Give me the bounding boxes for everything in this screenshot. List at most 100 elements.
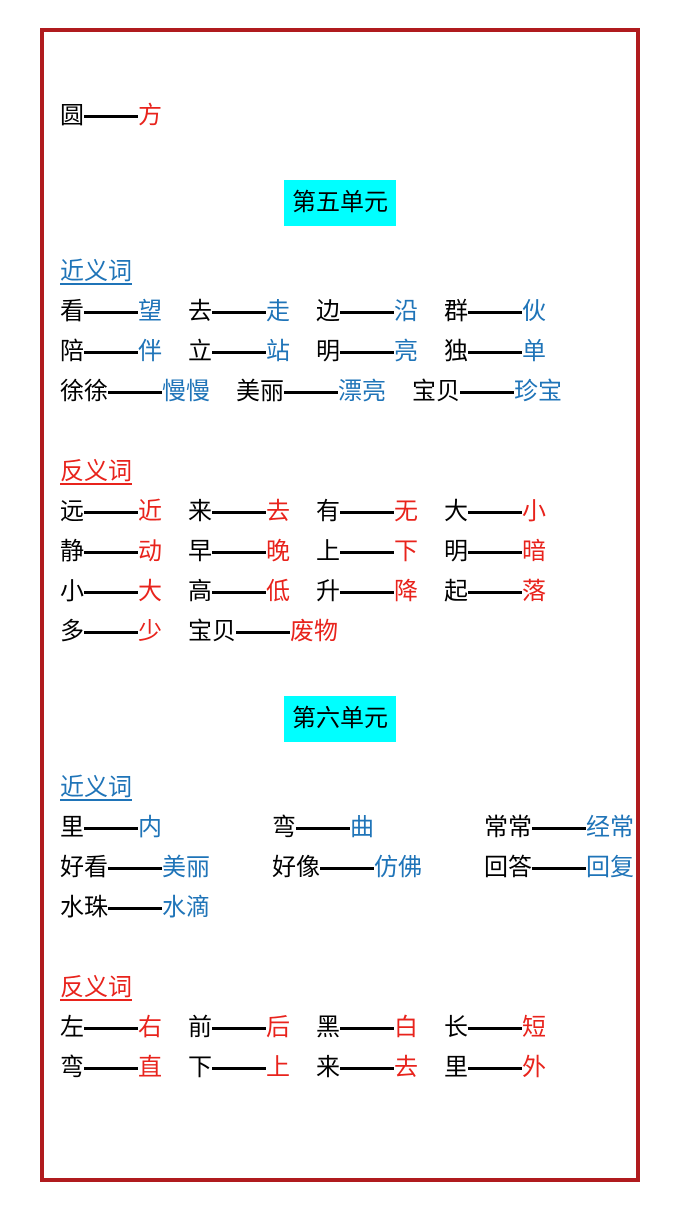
dash-line (84, 550, 138, 554)
dash-line (212, 1066, 266, 1070)
dash-line (108, 906, 162, 910)
unit-title: 第五单元 (284, 180, 396, 226)
red-border-frame: 圆方第五单元近义词看望去走边沿群伙陪伴立站明亮独单徐徐慢慢美丽漂亮宝贝珍宝反义词… (40, 28, 640, 1182)
word-pair: 黑白 (316, 1008, 418, 1048)
dash-line (468, 1026, 522, 1030)
word-pair: 远近 (60, 492, 162, 532)
word-pair: 常常经常 (484, 808, 670, 848)
dash-line (108, 390, 162, 394)
word-pair: 圆方 (60, 96, 162, 136)
pair-row: 陪伴立站明亮独单 (60, 332, 620, 372)
left-word: 回答 (484, 854, 532, 881)
antonyms-group: 反义词左右前后黑白长短弯直下上来去里外 (60, 968, 620, 1088)
word-pair: 来去 (188, 492, 290, 532)
right-word: 走 (266, 298, 290, 325)
word-pair: 来去 (316, 1048, 418, 1088)
dash-line (284, 390, 338, 394)
right-word: 去 (394, 1054, 418, 1081)
left-word: 水珠 (60, 894, 108, 921)
right-word: 曲 (350, 814, 374, 841)
left-word: 独 (444, 338, 468, 365)
word-pair: 独单 (444, 332, 546, 372)
right-word: 伙 (522, 298, 546, 325)
left-word: 常常 (484, 814, 532, 841)
word-pair: 小大 (60, 572, 162, 612)
dash-line (84, 310, 138, 314)
right-word: 伴 (138, 338, 162, 365)
left-word: 有 (316, 498, 340, 525)
word-pair: 有无 (316, 492, 418, 532)
pair-row: 里内弯曲常常经常 (60, 808, 634, 848)
word-pair: 徐徐慢慢 (60, 372, 210, 412)
left-word: 早 (188, 538, 212, 565)
right-word: 白 (394, 1014, 418, 1041)
word-pair: 左右 (60, 1008, 162, 1048)
right-word: 右 (138, 1014, 162, 1041)
dash-line (340, 1066, 394, 1070)
dash-line (236, 630, 290, 634)
word-pair: 立站 (188, 332, 290, 372)
right-word: 上 (266, 1054, 290, 1081)
left-word: 群 (444, 298, 468, 325)
synonyms-group: 近义词里内弯曲常常经常好看美丽好像仿佛回答回复水珠水滴 (60, 768, 634, 928)
left-word: 好看 (60, 854, 108, 881)
dash-line (340, 350, 394, 354)
right-word: 外 (522, 1054, 546, 1081)
group-heading-row: 反义词 (60, 452, 620, 492)
left-word: 圆 (60, 102, 84, 129)
dash-line (84, 1066, 138, 1070)
right-word: 珍宝 (514, 378, 562, 405)
dash-line (340, 510, 394, 514)
word-pair: 升降 (316, 572, 418, 612)
right-word: 站 (266, 338, 290, 365)
word-pair: 长短 (444, 1008, 546, 1048)
dash-line (340, 590, 394, 594)
right-word: 大 (138, 578, 162, 605)
left-word: 宝贝 (188, 618, 236, 645)
word-pair: 好像仿佛 (272, 848, 458, 888)
word-pair: 大小 (444, 492, 546, 532)
pair-row: 看望去走边沿群伙 (60, 292, 620, 332)
unit-title-row: 第六单元 (60, 696, 620, 742)
word-pair: 回答回复 (484, 848, 670, 888)
left-word: 美丽 (236, 378, 284, 405)
word-pair: 弯直 (60, 1048, 162, 1088)
left-word: 明 (444, 538, 468, 565)
group-heading: 反义词 (60, 974, 132, 1001)
dash-line (84, 1026, 138, 1030)
word-pair: 好看美丽 (60, 848, 246, 888)
dash-line (468, 1066, 522, 1070)
right-word: 直 (138, 1054, 162, 1081)
word-pair: 美丽漂亮 (236, 372, 386, 412)
group-heading: 反义词 (60, 458, 132, 485)
dash-line (296, 826, 350, 830)
word-pair: 边沿 (316, 292, 418, 332)
dash-line (468, 310, 522, 314)
left-word: 徐徐 (60, 378, 108, 405)
right-word: 少 (138, 618, 162, 645)
right-word: 降 (394, 578, 418, 605)
word-pair: 高低 (188, 572, 290, 612)
left-word: 宝贝 (412, 378, 460, 405)
left-word: 起 (444, 578, 468, 605)
word-pair: 里外 (444, 1048, 546, 1088)
left-word: 高 (188, 578, 212, 605)
left-word: 黑 (316, 1014, 340, 1041)
left-word: 看 (60, 298, 84, 325)
dash-line (84, 590, 138, 594)
dash-line (340, 310, 394, 314)
word-pair: 水珠水滴 (60, 888, 246, 928)
pair-row: 左右前后黑白长短 (60, 1008, 620, 1048)
word-pair: 陪伴 (60, 332, 162, 372)
right-word: 仿佛 (374, 854, 422, 881)
right-word: 无 (394, 498, 418, 525)
dash-line (212, 550, 266, 554)
unit-title: 第六单元 (284, 696, 396, 742)
dash-line (84, 114, 138, 118)
left-word: 长 (444, 1014, 468, 1041)
left-word: 下 (188, 1054, 212, 1081)
word-pair: 群伙 (444, 292, 546, 332)
left-word: 立 (188, 338, 212, 365)
pair-row: 小大高低升降起落 (60, 572, 620, 612)
